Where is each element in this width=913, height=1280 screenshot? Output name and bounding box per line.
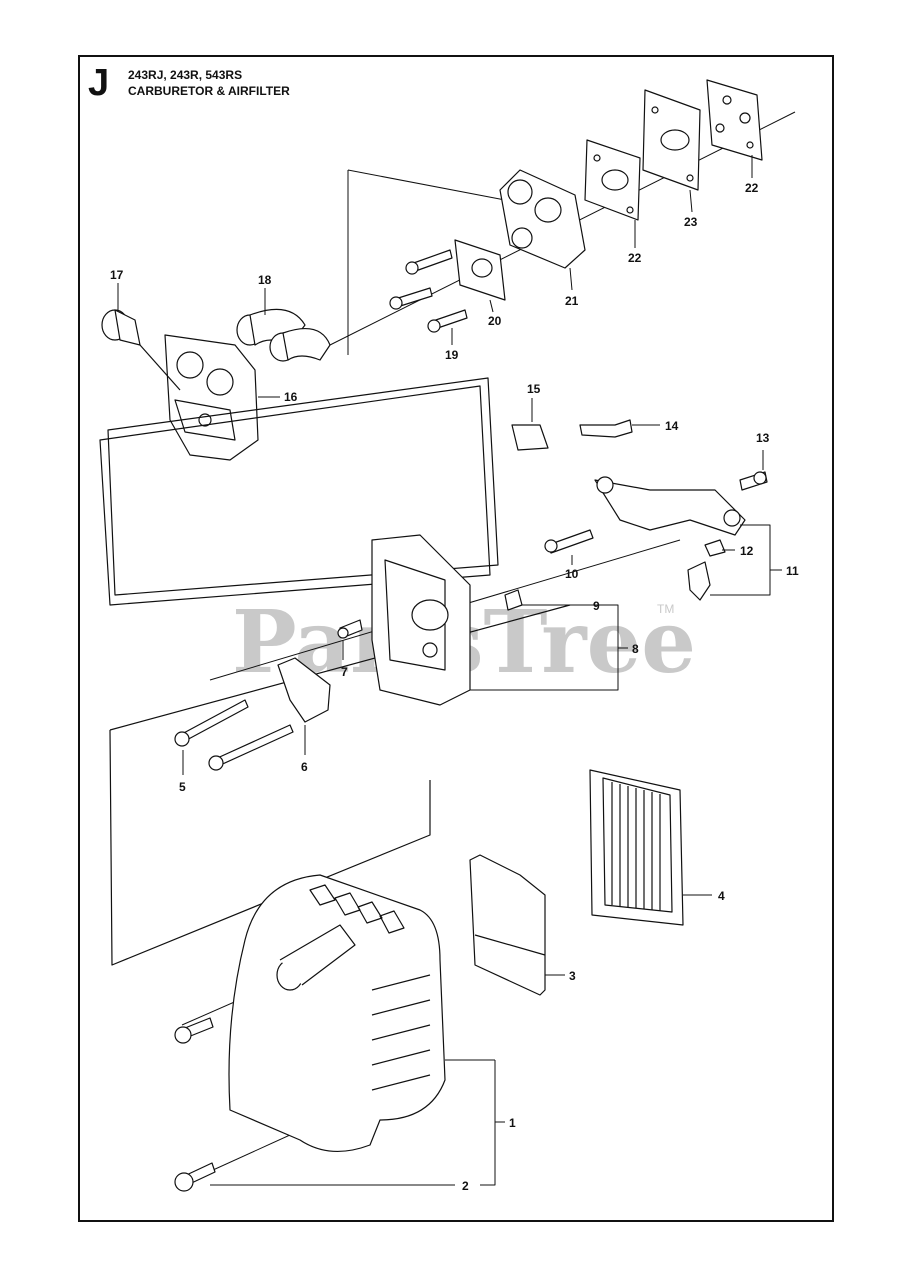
gasket-20 — [454, 239, 506, 301]
callout-23: 23 — [684, 215, 698, 229]
filter-outline-top — [109, 604, 571, 731]
gasket-outline-upper — [107, 377, 499, 596]
gasket-22-rear — [706, 79, 763, 161]
callout-10: 10 — [565, 567, 579, 581]
diagram-frame — [78, 55, 834, 1222]
callout-20: 20 — [488, 314, 502, 328]
diagram-title: CARBURETOR & AIRFILTER — [128, 84, 290, 98]
cover-knobs — [174, 1017, 216, 1192]
callout-13: 13 — [756, 431, 770, 445]
callout-16: 16 — [284, 390, 298, 404]
bolts-19 — [389, 249, 468, 333]
callout-4: 4 — [718, 889, 725, 903]
callout-9: 9 — [593, 599, 600, 613]
callout-19: 19 — [445, 348, 459, 362]
section-letter: J — [88, 62, 110, 104]
callout-17: 17 — [110, 268, 124, 282]
leader-1-2 — [480, 1060, 496, 1186]
callout-12: 12 — [740, 544, 754, 558]
screws-5 — [174, 699, 294, 771]
filter-cover — [228, 874, 446, 1153]
filter-base — [337, 534, 523, 706]
callout-22-front: 22 — [628, 251, 642, 265]
callout-1: 1 — [509, 1116, 516, 1130]
leader-11 — [710, 524, 782, 596]
pre-filter — [469, 854, 546, 996]
callout-labels: 1 2 3 4 5 6 7 8 9 10 11 12 13 14 15 16 1… — [110, 181, 799, 1193]
bolt-10 — [544, 529, 594, 554]
callout-21: 21 — [565, 294, 579, 308]
callout-2: 2 — [462, 1179, 469, 1193]
leader-1 — [445, 1059, 505, 1123]
model-list: 243RJ, 243R, 543RS — [128, 68, 243, 82]
callout-5: 5 — [179, 780, 186, 794]
leader-23 — [689, 189, 693, 213]
air-filter-element — [589, 769, 684, 926]
gasket-outline-lower — [99, 385, 491, 606]
primer-17 — [101, 309, 181, 391]
leader-8 — [470, 604, 628, 691]
callout-6: 6 — [301, 760, 308, 774]
callout-14: 14 — [665, 419, 679, 433]
gasket-22-front — [584, 139, 641, 221]
leader-21 — [569, 267, 573, 291]
callout-11: 11 — [786, 564, 799, 578]
leader-20 — [489, 299, 494, 313]
callout-8: 8 — [632, 642, 639, 656]
callout-22-rear: 22 — [745, 181, 759, 195]
bracket-6 — [277, 657, 331, 723]
hoses-18 — [236, 308, 331, 362]
throttle-assembly — [511, 419, 768, 601]
callout-7: 7 — [341, 665, 348, 679]
axis-line-upper — [347, 169, 506, 201]
callout-15: 15 — [527, 382, 541, 396]
gasket-23 — [642, 89, 701, 191]
callout-3: 3 — [569, 969, 576, 983]
carburetor — [164, 334, 259, 461]
callout-18: 18 — [258, 273, 272, 287]
intake-manifold — [499, 169, 586, 269]
watermark-tm: TM — [657, 602, 674, 616]
